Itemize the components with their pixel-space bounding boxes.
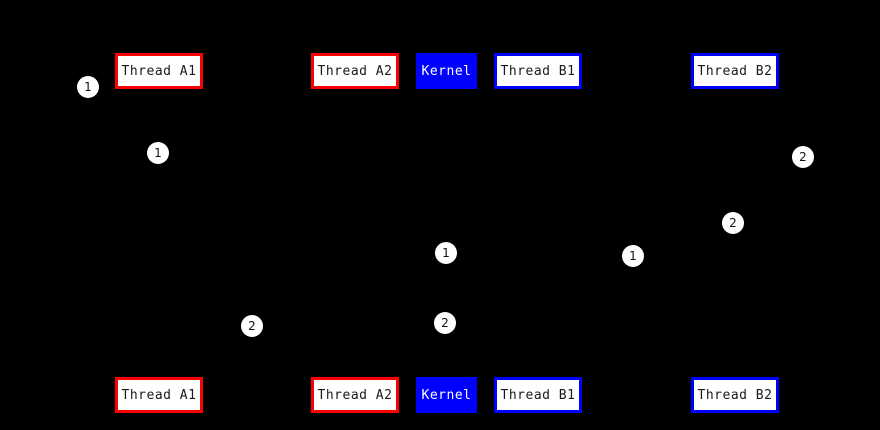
step-marker-marker-h: 2 — [434, 312, 456, 334]
step-marker-marker-f: 1 — [622, 245, 644, 267]
participant-label: Thread A2 — [317, 63, 393, 79]
step-marker-marker-c: 2 — [792, 146, 814, 168]
participant-label: Thread A1 — [121, 387, 197, 403]
participant-header-kernel[interactable]: Kernel — [416, 53, 477, 89]
step-marker-marker-e: 1 — [435, 242, 457, 264]
participant-label: Thread A2 — [317, 387, 393, 403]
message-arrow-msg-1 — [130, 117, 197, 123]
lifeline-thread-a1 — [159, 89, 160, 377]
participant-header-thread-b1[interactable]: Thread B1 — [494, 53, 582, 89]
message-arrow-msg-4 — [355, 317, 453, 323]
step-marker-marker-g: 2 — [241, 315, 263, 337]
message-arrow-msg-2 — [693, 187, 760, 193]
step-marker-marker-a: 1 — [77, 76, 99, 98]
participant-label: Thread B1 — [500, 387, 576, 403]
participant-label: Thread B2 — [697, 387, 773, 403]
participant-header-thread-b2[interactable]: Thread B2 — [691, 53, 779, 89]
step-marker-marker-d: 2 — [722, 212, 744, 234]
participant-footer-thread-b1[interactable]: Thread B1 — [494, 377, 582, 413]
lifeline-thread-b1 — [538, 89, 539, 377]
participant-footer-thread-a1[interactable]: Thread A1 — [115, 377, 203, 413]
participant-header-thread-a2[interactable]: Thread A2 — [311, 53, 399, 89]
participant-label: Kernel — [421, 387, 472, 403]
participant-label: Thread B2 — [697, 63, 773, 79]
participant-header-thread-a1[interactable]: Thread A1 — [115, 53, 203, 89]
participant-label: Kernel — [421, 63, 472, 79]
participant-label: Thread A1 — [121, 63, 197, 79]
participant-footer-thread-a2[interactable]: Thread A2 — [311, 377, 399, 413]
message-arrow-msg-3 — [446, 252, 545, 258]
participant-label: Thread B1 — [500, 63, 576, 79]
lifeline-thread-a2 — [355, 89, 356, 377]
participant-footer-thread-b2[interactable]: Thread B2 — [691, 377, 779, 413]
lifeline-kernel — [446, 89, 447, 377]
participant-footer-kernel[interactable]: Kernel — [416, 377, 477, 413]
step-marker-marker-b: 1 — [147, 142, 169, 164]
